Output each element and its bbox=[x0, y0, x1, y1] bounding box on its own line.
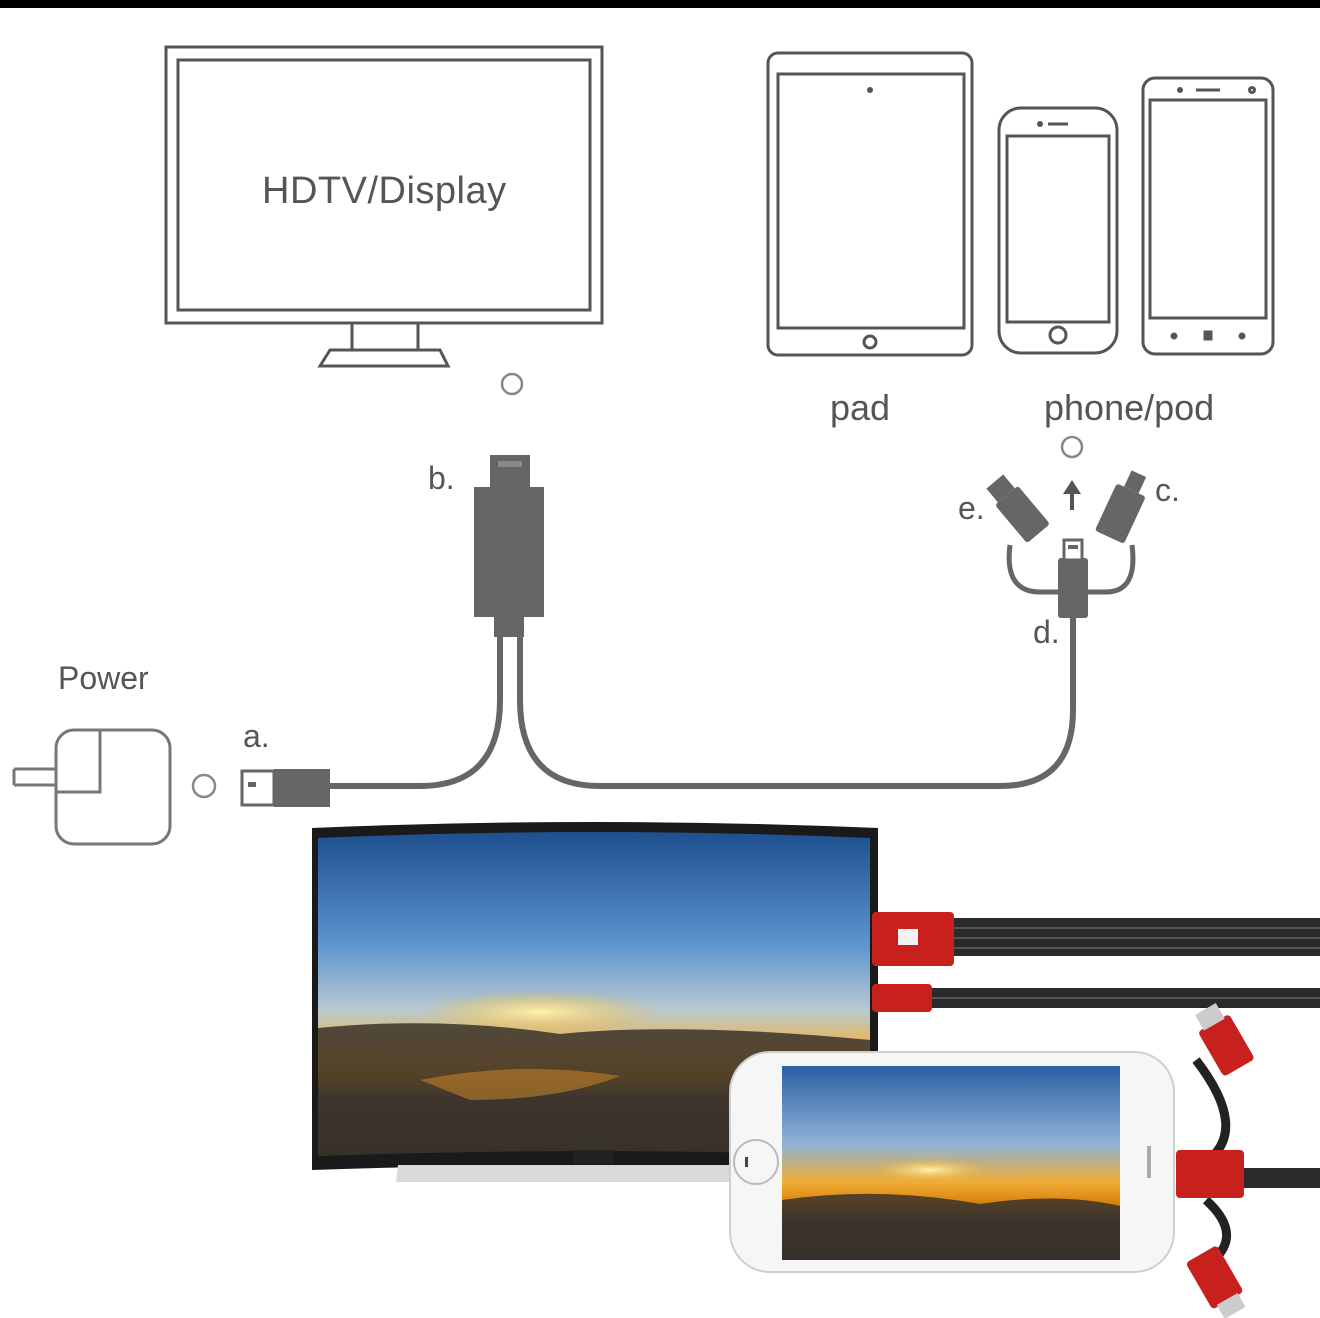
phone-photo bbox=[729, 1051, 1175, 1273]
connector-a-label: a. bbox=[243, 718, 270, 754]
connector-c-label: c. bbox=[1155, 472, 1180, 508]
cable-lines bbox=[327, 609, 1076, 789]
connector-d-label: d. bbox=[1033, 614, 1060, 650]
connection-circle-icon bbox=[1060, 435, 1084, 459]
power-label: Power bbox=[58, 660, 149, 696]
tablet-icon bbox=[766, 51, 974, 357]
display-label: HDTV/Display bbox=[262, 170, 507, 212]
top-border bbox=[0, 0, 1320, 8]
photo-cables bbox=[872, 912, 1320, 1318]
usb-plug-icon bbox=[240, 769, 330, 807]
pad-label: pad bbox=[830, 387, 891, 428]
power-adapter-icon bbox=[12, 728, 172, 846]
connection-circle-icon bbox=[191, 773, 217, 799]
iphone-icon bbox=[997, 106, 1119, 355]
multi-connector-icon bbox=[986, 470, 1147, 618]
android-phone-icon bbox=[1141, 76, 1275, 356]
connector-b-label: b. bbox=[428, 460, 455, 496]
phone-pod-label: phone/pod bbox=[1044, 387, 1215, 428]
connection-circle-icon bbox=[500, 372, 524, 396]
connector-e-label: e. bbox=[958, 490, 985, 526]
hdmi-plug-icon bbox=[474, 455, 544, 637]
hdtv-icon bbox=[164, 45, 604, 368]
